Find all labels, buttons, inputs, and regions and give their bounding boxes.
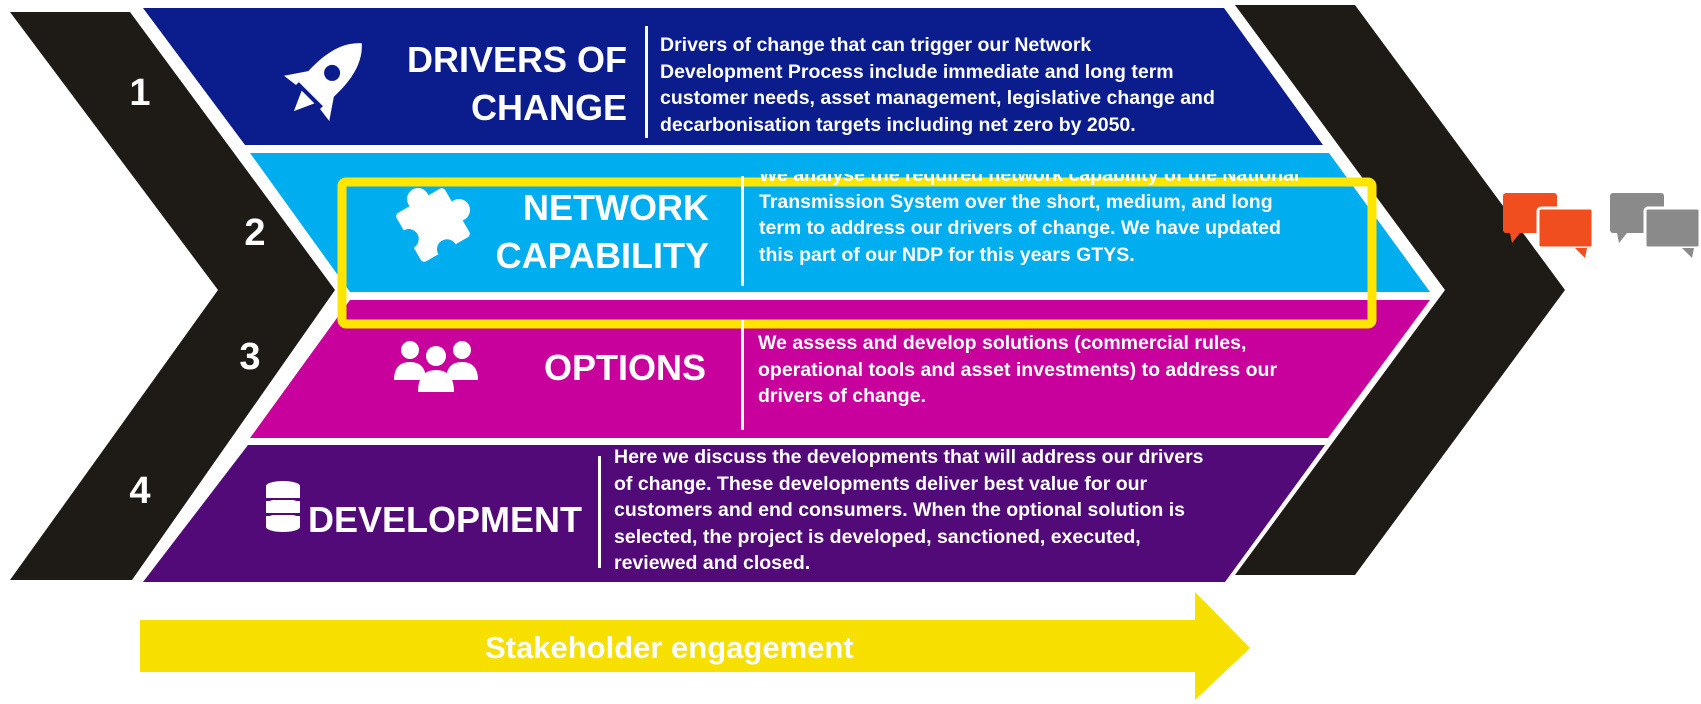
puzzle-piece-icon (396, 188, 470, 262)
text-line: drivers of change. (758, 385, 926, 407)
step-text-network-capability: We analyse the required network capabili… (759, 174, 1330, 286)
stakeholder-engagement-arrow (140, 592, 1250, 700)
step-number-4: 4 (129, 470, 151, 512)
text-line: term to address our drivers of change. W… (759, 217, 1281, 239)
right-chevron (1235, 5, 1565, 575)
text-line: Development Process include immediate an… (660, 60, 1174, 83)
step-title-options: OPTIONS (486, 344, 706, 392)
text-line: Drivers of change that can trigger our N… (660, 34, 1092, 56)
step-title-development: DEVELOPMENT (308, 496, 590, 544)
text-line: decarbonisation targets including net ze… (660, 113, 1136, 136)
title-line: DEVELOPMENT (308, 499, 583, 540)
text-line: We analyse the required network capabili… (759, 174, 1300, 186)
speech-bubbles-icon (1610, 193, 1701, 258)
people-group-icon (394, 341, 478, 392)
text-line: this part of our NDP for this years GTYS… (759, 243, 1135, 266)
step-text-options: We assess and develop solutions (commerc… (758, 330, 1308, 410)
rocket-icon (283, 43, 362, 122)
step-number-3: 3 (239, 336, 261, 378)
database-icon (266, 481, 300, 532)
text-line: customers and end consumers. When the op… (614, 499, 1185, 521)
divider (741, 176, 744, 286)
divider (741, 320, 744, 430)
band-drivers-of-change (143, 8, 1323, 145)
band-network-capability (250, 153, 1430, 292)
band-options (250, 300, 1430, 438)
text-line: reviewed and closed. (614, 552, 811, 574)
left-chevron (10, 12, 335, 580)
text-line: Here we discuss the developments that wi… (614, 446, 1204, 468)
highlight-frame (337, 177, 1377, 329)
band-development (143, 445, 1325, 582)
title-line: OPTIONS (543, 347, 706, 388)
stakeholder-engagement-label: Stakeholder engagement (485, 630, 854, 665)
step-title-network-capability: NETWORK CAPABILITY (449, 184, 709, 280)
step-text-development: Here we discuss the developments that wi… (614, 444, 1232, 577)
step-number-2: 2 (244, 212, 266, 254)
text-line: of change. These developments deliver be… (614, 472, 1148, 495)
title-line: CAPABILITY (495, 235, 709, 276)
divider (645, 26, 648, 138)
title-line: NETWORK (523, 187, 709, 228)
speech-bubbles-icon (1503, 193, 1595, 258)
step-text-drivers-of-change: Drivers of change that can trigger our N… (660, 32, 1233, 138)
text-line: operational tools and asset investments)… (758, 358, 1278, 381)
step-number-1: 1 (129, 72, 151, 114)
divider (598, 456, 601, 568)
text-line: selected, the project is developed, sanc… (614, 525, 1141, 548)
step-title-drivers-of-change: DRIVERS OF CHANGE (367, 36, 627, 132)
text-line: customer needs, asset management, legisl… (660, 87, 1215, 109)
title-line: CHANGE (470, 87, 627, 128)
text-line: Transmission System over the short, medi… (759, 190, 1273, 213)
title-line: DRIVERS OF (406, 39, 627, 80)
text-line: We assess and develop solutions (commerc… (758, 332, 1247, 354)
